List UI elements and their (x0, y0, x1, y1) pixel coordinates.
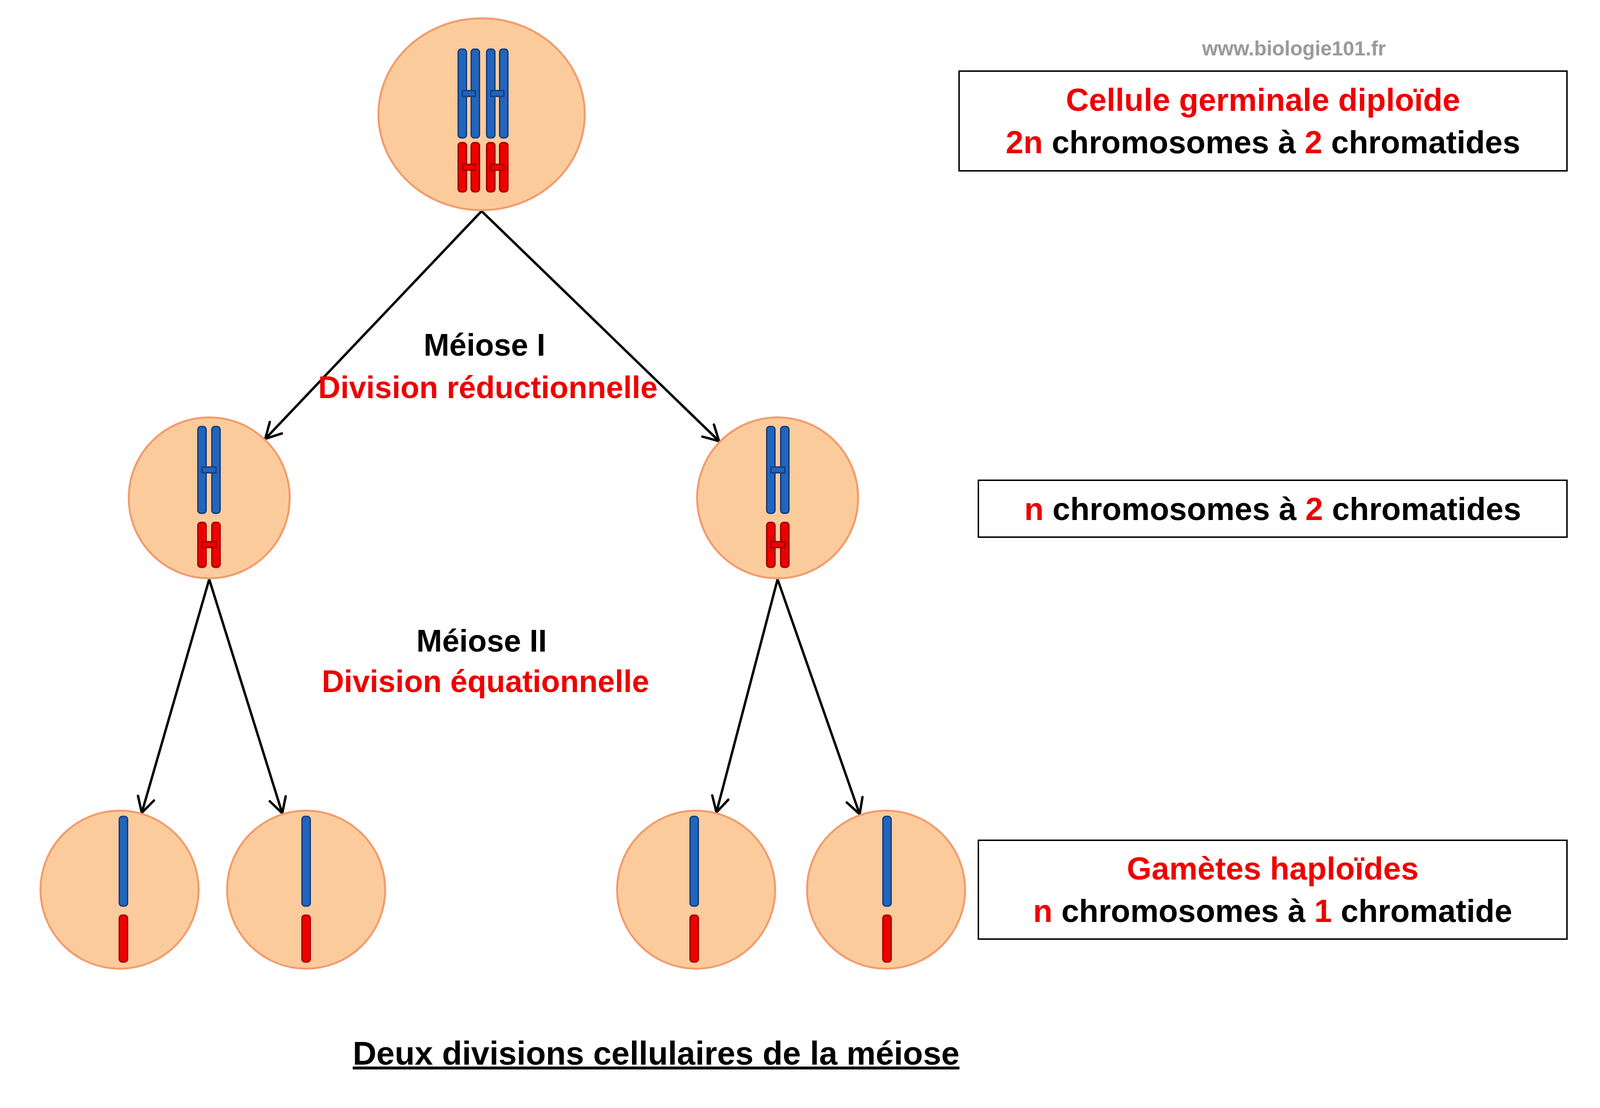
caption: Deux divisions cellulaires de la méiose (352, 1034, 960, 1073)
chromatid (119, 816, 128, 907)
chromatid (119, 915, 128, 963)
text-box: Gamètes haploïdesn chromosomes à 1 chrom… (977, 839, 1568, 941)
cell-circle (127, 416, 291, 580)
centromere (462, 164, 476, 171)
chromatid (499, 142, 509, 192)
chromatid (212, 426, 221, 514)
chromatid (471, 142, 480, 192)
text-box: n chromosomes à 2 chromatides (977, 479, 1568, 538)
arrow-line (141, 579, 210, 814)
centromere (201, 541, 216, 548)
box-text: 2n chromosomes à 2 chromatides (1005, 121, 1520, 164)
arrow (137, 579, 210, 814)
centromere (462, 90, 476, 97)
cell-circle (616, 809, 777, 970)
watermark: www.biologie101.fr (1201, 36, 1386, 61)
highlight-token: 1 (1314, 893, 1332, 929)
chromatid (458, 142, 467, 192)
centromere (201, 467, 216, 473)
stage-label: Division réductionnelle (318, 369, 658, 407)
chromatid (690, 915, 699, 963)
cell-circle (696, 416, 860, 580)
highlight-token: 2 (1304, 124, 1323, 161)
arrow-head (265, 422, 282, 440)
centromere (490, 164, 504, 171)
chromatid (198, 426, 207, 514)
chromatid (766, 522, 776, 568)
chromatid (690, 816, 699, 907)
chromatid (212, 522, 221, 568)
arrow-line (716, 579, 778, 813)
chromatid (471, 49, 480, 138)
chromatid (780, 426, 790, 514)
arrow (481, 211, 720, 442)
arrow-head (712, 795, 728, 813)
centromere (770, 541, 785, 548)
stage-label: Méiose I (423, 326, 546, 364)
box-text: n chromosomes à 1 chromatide (1033, 889, 1513, 933)
chromatid (198, 522, 207, 568)
centromere (490, 90, 504, 97)
centromere (770, 467, 785, 473)
box-text: Cellule germinale diploïde (1065, 78, 1461, 122)
red-chromatids (119, 142, 892, 963)
arrow (777, 579, 863, 815)
arrow-head (702, 424, 720, 442)
chromatid (780, 522, 790, 568)
chromatid (458, 49, 467, 138)
arrow-head (137, 795, 154, 813)
arrow-line (481, 211, 720, 442)
chromatid (766, 426, 776, 514)
text-box: Cellule germinale diploïde2n chromosomes… (958, 70, 1568, 172)
stage-label: Méiose II (416, 622, 547, 660)
highlight-token: n (1033, 893, 1053, 929)
arrow-head (269, 796, 286, 814)
box-text: Gamètes haploïdes (1126, 847, 1419, 890)
chromatid (883, 816, 892, 907)
chromatid (302, 915, 311, 963)
arrow-head (847, 797, 863, 815)
highlight-token: n (1024, 491, 1044, 527)
chromatid (486, 142, 496, 192)
stage-label: Division équationnelle (321, 663, 649, 701)
chromatid (302, 816, 311, 907)
chromatid (883, 915, 892, 963)
arrow (712, 579, 778, 813)
cell-circle (226, 809, 387, 970)
arrow (209, 579, 286, 814)
arrow-line (209, 579, 283, 814)
cell-circle (806, 809, 967, 970)
chromatid (499, 49, 509, 138)
arrow-line (777, 579, 860, 815)
highlight-token: 2 (1305, 491, 1324, 527)
cell-circle (39, 809, 200, 970)
highlight-token: 2n (1005, 124, 1043, 161)
chromatid (486, 49, 496, 138)
cell-circle (377, 17, 586, 212)
blue-chromatids (119, 49, 892, 907)
box-text: n chromosomes à 2 chromatides (1024, 487, 1522, 531)
